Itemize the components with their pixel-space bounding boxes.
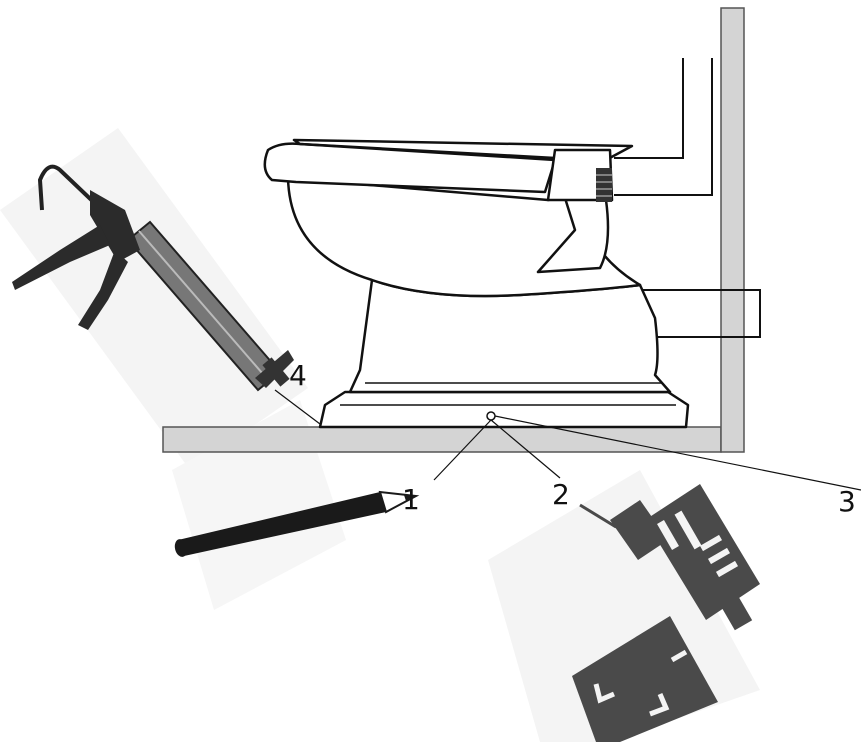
wall (720, 7, 745, 453)
callout-2: 2 (552, 478, 570, 511)
callout-1: 1 (402, 483, 420, 516)
toilet (263, 138, 690, 429)
toilet-base-flange (318, 390, 690, 429)
callout-3: 3 (838, 485, 856, 518)
toilet-pedestal (348, 278, 672, 394)
pedestal-inner-lines (340, 382, 676, 406)
callout-4: 4 (289, 359, 307, 392)
leader-line-1 (433, 419, 492, 481)
caulk-gun-icon (12, 164, 294, 392)
water-supply-pipe (614, 58, 713, 196)
pencil-icon (174, 490, 420, 557)
leader-lines (274, 389, 861, 491)
cordless-drill-icon (572, 484, 760, 742)
leader-line-4 (274, 389, 321, 425)
drain-outlet (640, 289, 761, 338)
toilet-seat (263, 142, 557, 194)
floor (162, 426, 722, 453)
hinge-nut (596, 168, 612, 202)
toilet-tank-neck (536, 196, 610, 274)
leader-line-3 (494, 415, 861, 491)
leader-line-2 (490, 419, 561, 479)
bolt-hole-marker (486, 411, 496, 421)
